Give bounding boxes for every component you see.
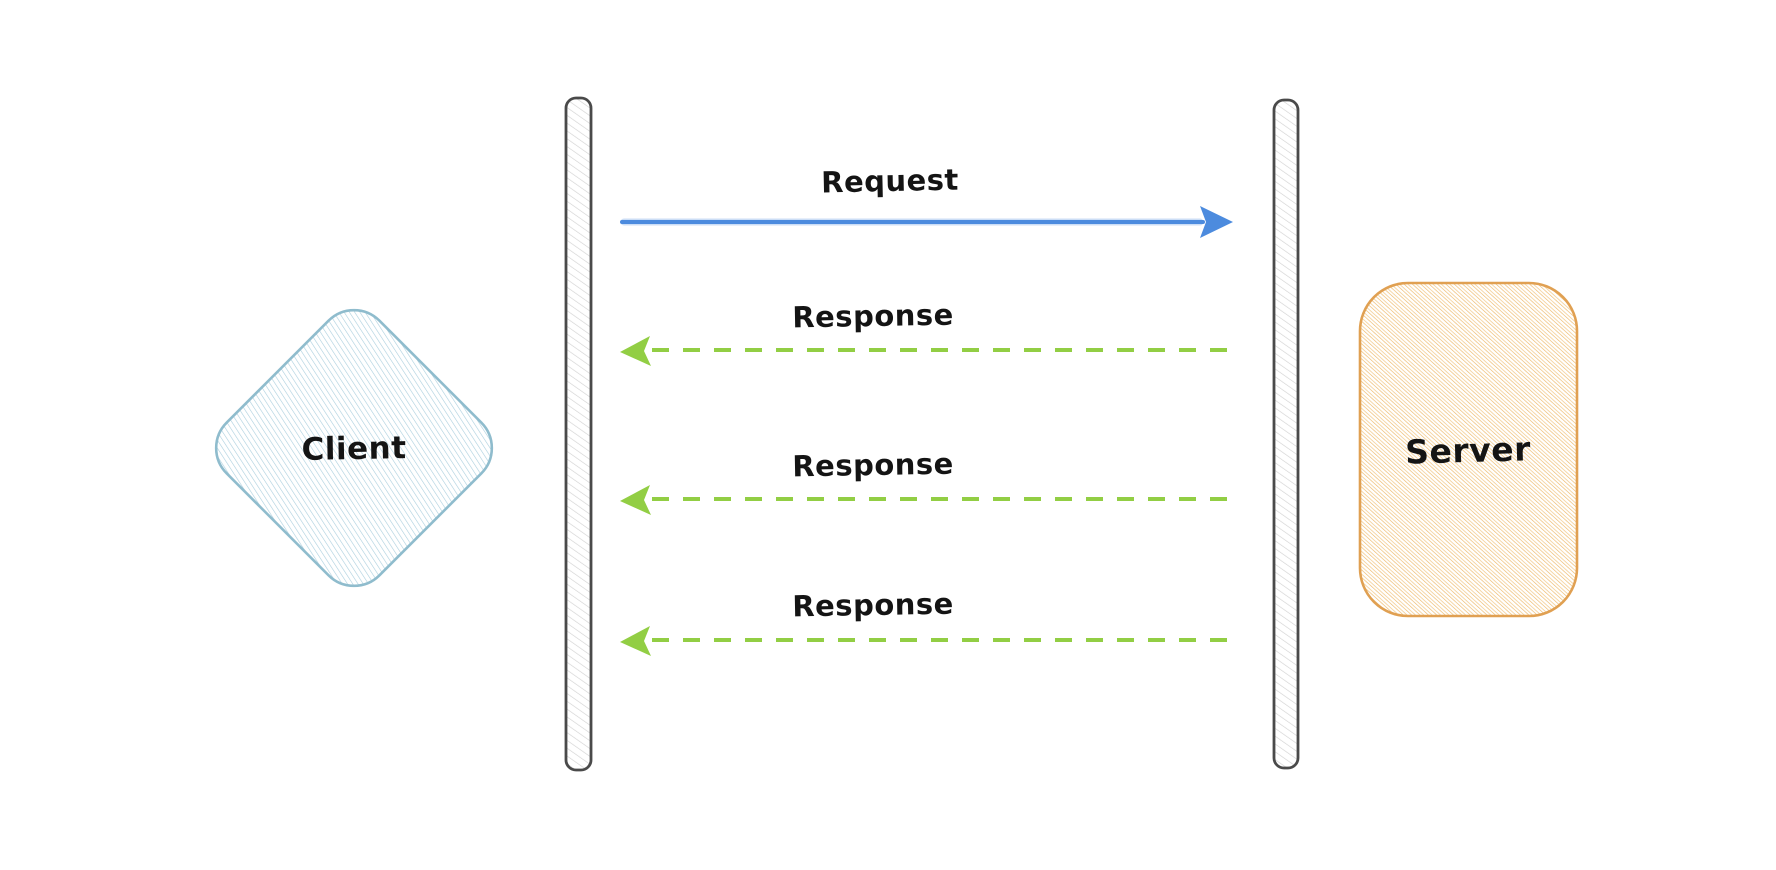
message-response-1: Response [620,298,1237,366]
client-diamond-shape [214,308,494,588]
response-label: Response [792,447,954,484]
message-response-2: Response [620,447,1237,515]
client-node: Client [214,308,494,588]
response-arrowhead-icon [620,336,651,366]
message-response-3: Response [620,587,1237,656]
server-rect-shape [1358,281,1579,618]
request-label: Request [821,163,959,200]
message-request: Request [620,163,1233,238]
client-label: Client [301,430,407,468]
server-label: Server [1405,429,1532,471]
response-arrowhead-icon [620,626,651,656]
response-arrowhead-icon [620,485,651,515]
request-arrowhead-icon [1200,206,1233,238]
response-label: Response [792,298,954,335]
response-label: Response [792,587,954,624]
client-lifeline-bar [564,96,593,772]
server-lifeline-bar [1272,98,1300,770]
server-node: Server [1358,281,1579,618]
